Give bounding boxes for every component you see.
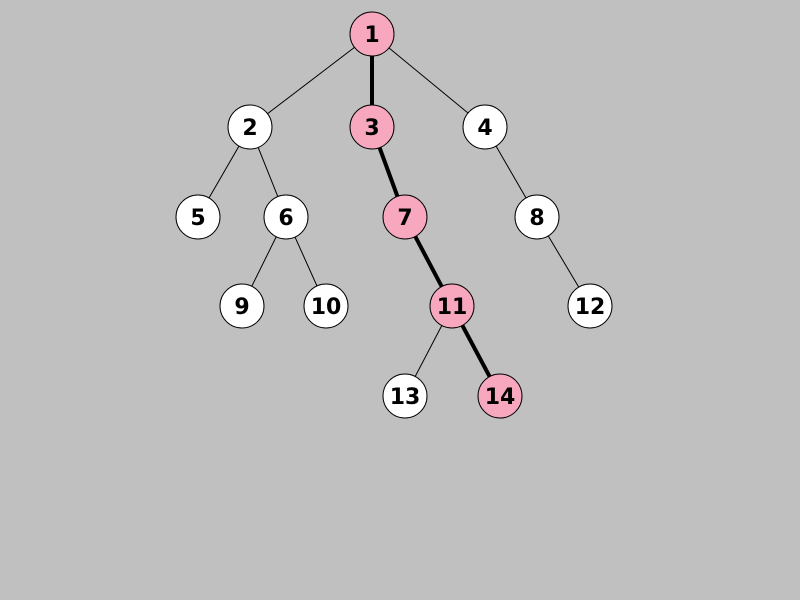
tree-node-6: 6 <box>263 194 309 240</box>
node-circle-13 <box>382 373 428 419</box>
node-label-3: 3 <box>364 116 379 141</box>
node-label-8: 8 <box>529 206 544 231</box>
edge-1-4 <box>371 33 486 128</box>
node-circle-9 <box>219 283 265 329</box>
tree-node-2: 2 <box>227 104 273 150</box>
node-label-12: 12 <box>575 295 606 320</box>
node-circle-1 <box>349 11 395 57</box>
node-circle-5 <box>175 194 221 240</box>
node-circle-4 <box>462 104 508 150</box>
node-circle-2 <box>227 104 273 150</box>
node-label-5: 5 <box>190 206 205 231</box>
node-label-4: 4 <box>477 116 492 141</box>
tree-node-7: 7 <box>382 194 428 240</box>
tree-node-9: 9 <box>219 283 265 329</box>
node-circle-14 <box>477 373 523 419</box>
tree-node-3: 3 <box>349 104 395 150</box>
node-circle-11 <box>429 283 475 329</box>
node-circle-6 <box>263 194 309 240</box>
tree-node-14: 14 <box>477 373 523 419</box>
node-circle-8 <box>514 194 560 240</box>
node-label-9: 9 <box>234 295 249 320</box>
tree-node-5: 5 <box>175 194 221 240</box>
tree-node-1: 1 <box>349 11 395 57</box>
node-circle-12 <box>567 283 613 329</box>
tree-node-11: 11 <box>429 283 475 329</box>
node-label-7: 7 <box>397 206 412 231</box>
tree-node-13: 13 <box>382 373 428 419</box>
tree-node-12: 12 <box>567 283 613 329</box>
node-label-6: 6 <box>278 206 293 231</box>
node-circle-3 <box>349 104 395 150</box>
tree-node-4: 4 <box>462 104 508 150</box>
node-circle-10 <box>303 283 349 329</box>
node-label-10: 10 <box>311 295 342 320</box>
tree-node-10: 10 <box>303 283 349 329</box>
node-label-14: 14 <box>485 385 516 410</box>
node-label-2: 2 <box>242 116 257 141</box>
node-circle-7 <box>382 194 428 240</box>
node-label-13: 13 <box>390 385 421 410</box>
tree-node-8: 8 <box>514 194 560 240</box>
edge-1-2 <box>249 33 373 128</box>
node-label-11: 11 <box>437 295 468 320</box>
node-label-1: 1 <box>364 23 379 48</box>
